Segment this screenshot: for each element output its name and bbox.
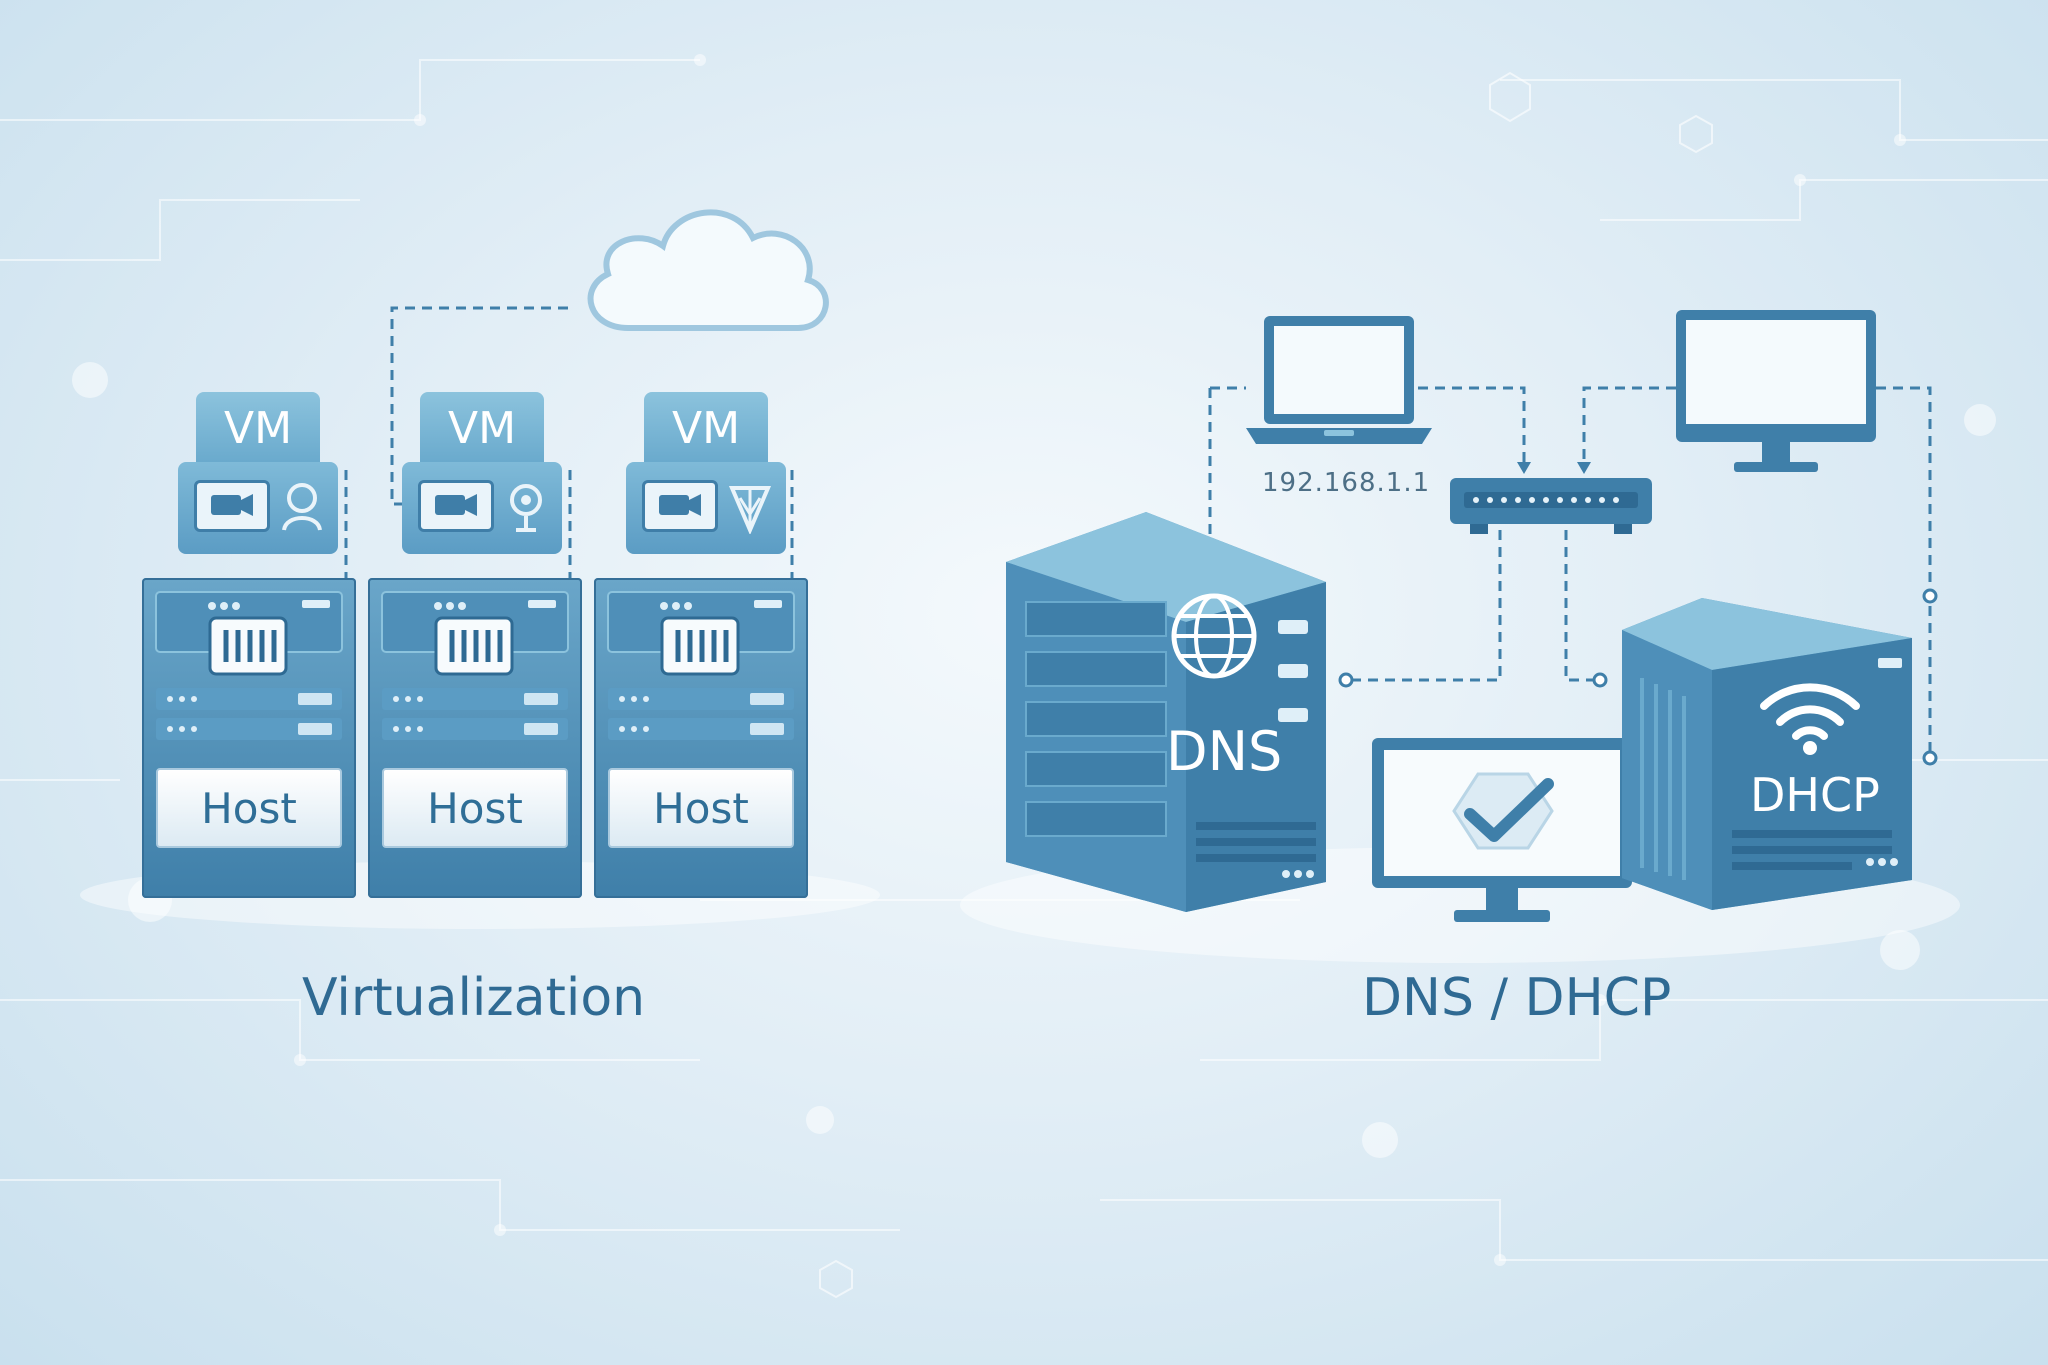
dns-server: DNS	[1006, 512, 1326, 912]
vm-body-1	[178, 462, 338, 554]
checkmark-icon	[1452, 772, 1554, 850]
globe-icon	[1171, 593, 1257, 679]
virtualization-caption: Virtualization	[302, 968, 646, 1028]
dhcp-server: DHCP	[1622, 598, 1912, 910]
avatar-icon	[282, 483, 322, 531]
vm-body-2	[402, 462, 562, 554]
wifi-icon	[1760, 683, 1860, 755]
server-chip-icon	[155, 591, 343, 740]
host-label-2: Host	[382, 768, 568, 848]
dns-server-label: DNS	[1166, 720, 1283, 783]
ip-address-label: 192.168.1.1	[1262, 468, 1431, 498]
host-rack-3: Host	[594, 578, 808, 898]
vm-card-2: VM	[402, 392, 562, 554]
laptop-icon	[1246, 316, 1432, 444]
server-chip-icon	[381, 591, 569, 740]
vm-label-2: VM	[420, 392, 544, 462]
host-rack-1: Host	[142, 578, 356, 898]
vm-card-1: VM	[178, 392, 338, 554]
host-label-1: Host	[156, 768, 342, 848]
host-label-3: Host	[608, 768, 794, 848]
video-icon	[418, 480, 494, 532]
router-icon	[1450, 478, 1652, 534]
cloud-icon	[587, 209, 829, 331]
video-icon	[194, 480, 270, 532]
server-chip-icon	[607, 591, 795, 740]
dhcp-server-label: DHCP	[1750, 768, 1880, 822]
gear-icon	[510, 484, 542, 532]
vm-label-3: VM	[644, 392, 768, 462]
host-rack-2: Host	[368, 578, 582, 898]
vm-body-3	[626, 462, 786, 554]
shield-icon	[728, 486, 772, 534]
vm-label-1: VM	[196, 392, 320, 462]
dns-dhcp-caption: DNS / DHCP	[1362, 968, 1672, 1028]
vm-card-3: VM	[626, 392, 786, 554]
dns-server-body	[1006, 512, 1326, 912]
monitor-icon	[1676, 310, 1876, 472]
video-icon	[642, 480, 718, 532]
